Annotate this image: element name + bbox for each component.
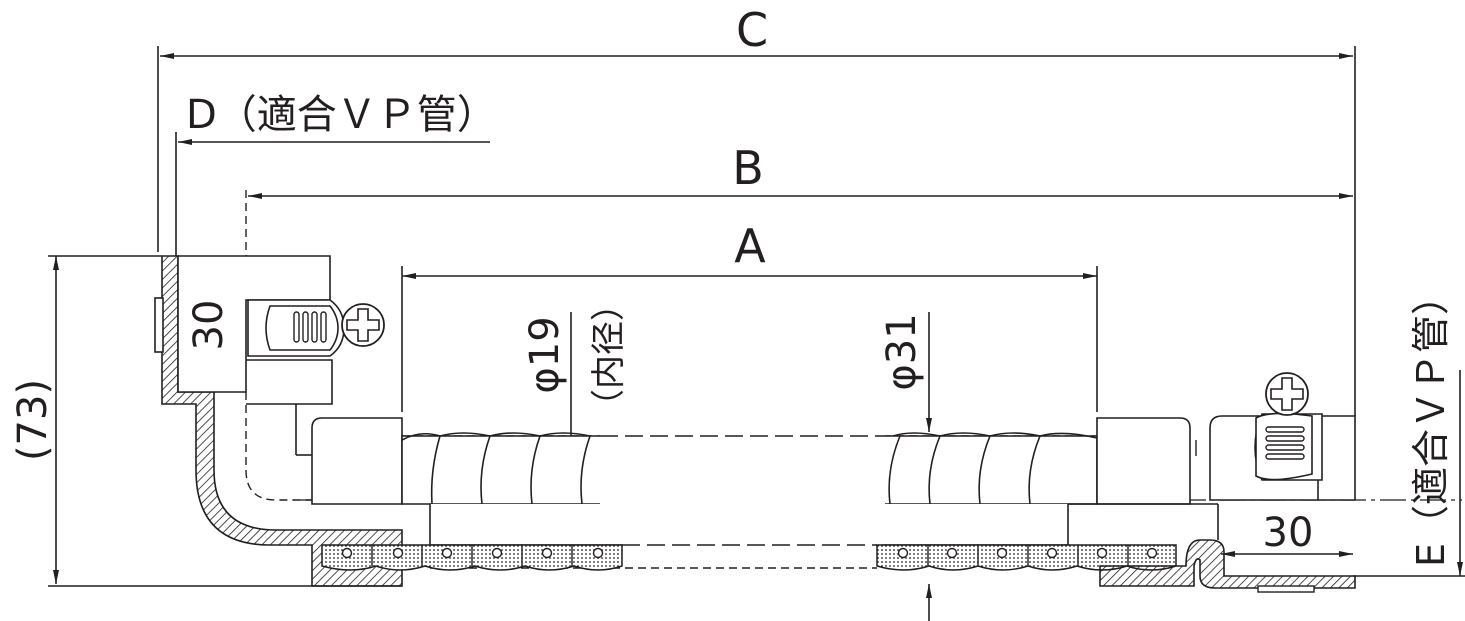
left-nut [311,417,403,505]
labels: C D（適合ＶＰ管） B A 30 (73) φ19 （内径） φ31 E（適合… [10,3,1453,567]
clamp-slots-left [293,311,327,343]
left-hose-clamp [247,299,345,357]
hose-body [401,430,1098,510]
reinforcement-beads [341,547,1158,559]
label-inner-diameter: （内径） [589,287,629,423]
screw-icon [341,303,385,347]
label-c: C [736,3,768,57]
label-30-left: 30 [186,300,232,351]
dimension-lines [48,46,1465,621]
label-e: E（適合ＶＰ管） [1409,277,1453,567]
label-d: D（適合ＶＰ管） [186,92,497,138]
clamp-slots-right [1265,426,1305,460]
right-hose-clamp [1254,412,1323,481]
label-30-right: 30 [1263,510,1314,556]
label-phi19: φ19 [522,316,568,393]
label-phi31: φ31 [879,313,925,390]
label-a: A [734,219,766,273]
screw-icon [1265,372,1309,416]
collar-bump [154,297,164,353]
label-b: B [732,141,764,195]
hose-bottom [321,500,1177,571]
label-73: (73) [10,379,56,461]
right-nut [1096,417,1191,505]
